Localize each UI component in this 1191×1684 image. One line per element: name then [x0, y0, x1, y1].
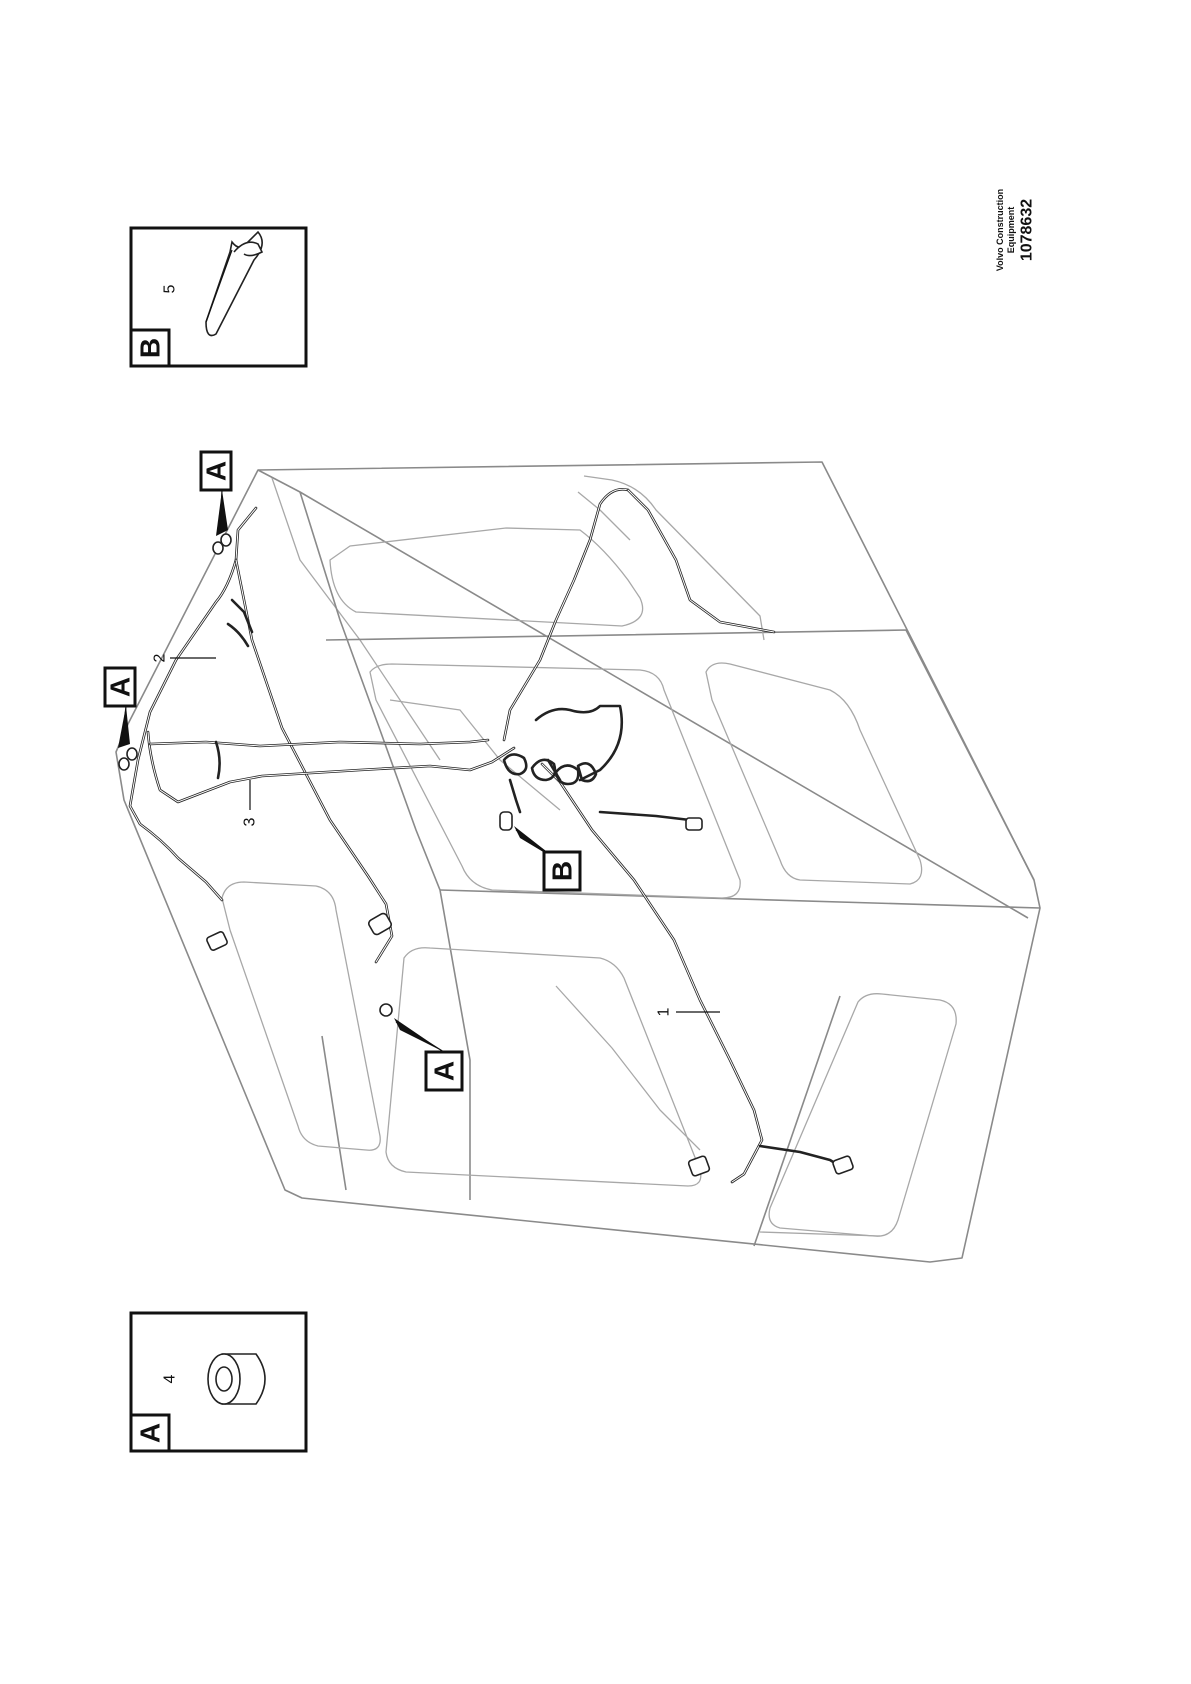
grommet-icon: [207, 1353, 266, 1405]
wiring-harnesses: [128, 488, 848, 1184]
publisher-line-2: Equipment: [1006, 207, 1016, 254]
marker-arrow-icon: [216, 490, 228, 536]
cab-frame: [115, 461, 1041, 1263]
marker-a-top-left: A: [103, 666, 137, 708]
inset-b: B 5: [129, 226, 308, 368]
marker-b-center: B: [542, 850, 582, 892]
part-number-4: 4: [162, 1374, 179, 1383]
marker-a-top-right: A: [199, 450, 233, 492]
drawing-number: 1078632: [1019, 199, 1036, 261]
inset-b-letter: B: [135, 338, 166, 358]
part-number-2: 2: [152, 653, 169, 662]
marker-a-label: A: [105, 677, 136, 697]
edge-protector-icon: [205, 230, 264, 337]
connectors: [118, 533, 854, 1177]
marker-a-label: A: [201, 461, 232, 481]
inset-a-letter: A: [135, 1423, 166, 1443]
inset-a: A 4: [129, 1311, 308, 1453]
publisher-line-1: Volvo Construction: [995, 189, 1005, 271]
marker-b-label: B: [547, 861, 578, 881]
publisher-block: Volvo Construction Equipment 1078632: [995, 189, 1036, 271]
part-number-5: 5: [162, 284, 179, 293]
marker-a-lower: A: [424, 1050, 464, 1092]
part-number-1: 1: [656, 1007, 673, 1016]
marker-a-label: A: [429, 1061, 460, 1081]
part-number-3: 3: [242, 817, 259, 826]
